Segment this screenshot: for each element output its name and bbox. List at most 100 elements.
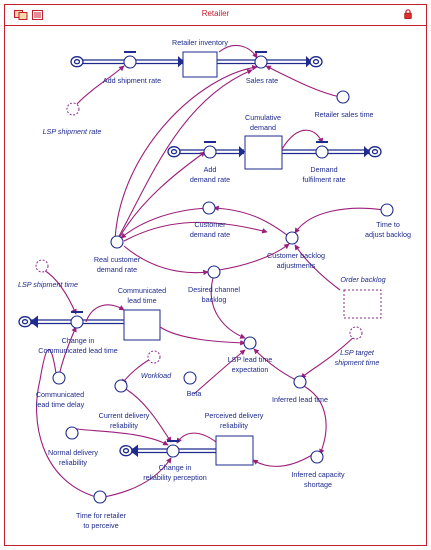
cloud-icon [119,445,133,457]
label-retailer-sales-time: Retailer sales time [314,110,373,119]
flow-arrowhead [178,56,184,68]
link-lsp-shiptime-to-change [43,269,77,315]
label-lsp-shipment-rate: LSP shipment rate [43,127,102,136]
cloud-icon [368,146,382,158]
document-icon[interactable] [32,10,43,20]
aux-customer-demand-rate[interactable] [202,201,216,215]
ghost-stock-order-backlog[interactable] [343,289,382,319]
link-cumulative-to-fulfilment [281,129,324,150]
aux-desired-channel-backlog[interactable] [207,265,221,279]
link-real-demand-to-sales-2 [114,64,258,241]
link-beta-to-expectation [193,349,246,395]
label-beta: Beta [187,389,202,398]
label-perceived-delivery-reliability-2: reliability [220,421,248,430]
label-sales-rate: Sales rate [246,76,278,85]
cloud-icon [70,56,84,68]
link-real-demand-to-add-demand [117,151,206,241]
stock-perceived-delivery-reliability[interactable] [215,435,254,466]
cloud-icon [18,316,32,328]
link-salestime-to-sales [265,65,341,98]
valve-sales-rate[interactable] [254,51,268,69]
aux-inferred-capacity-shortage[interactable] [310,450,324,464]
aux-beta[interactable] [183,371,197,385]
window-title: Retailer [201,9,230,18]
ghost-workload[interactable] [147,350,161,364]
label-cumulative-demand-2: demand [250,123,276,132]
link-inferred-to-shortage [301,384,327,455]
aux-real-customer-demand-rate[interactable] [110,235,124,249]
aux-time-for-retailer-to-perceive[interactable] [93,490,107,504]
ghost-lsp-shipment-time[interactable] [35,259,49,273]
link-clt-to-expectation [159,326,246,346]
stock-communicated-lead-time[interactable] [123,309,161,341]
label-desired-channel-backlog-1: Desired channel [188,285,240,294]
aux-lsp-lead-time-expectation[interactable] [243,336,257,350]
label-current-delivery-reliability-2: reliability [110,421,138,430]
aux-customer-backlog-adjustments[interactable] [285,231,299,245]
stock-cumulative-demand[interactable] [244,135,283,170]
valve-change-reliability-perception[interactable] [166,440,180,458]
label-communicated-lead-time-2: lead time [127,296,156,305]
label-communicated-lead-time-delay-2: lead time delay [36,400,85,409]
link-inventory-to-sales [218,44,258,59]
link-time-perceive-to-change-rel [103,457,172,498]
link-target-to-inferred [300,335,356,379]
flow-arrowhead [306,56,312,68]
label-workload: Workload [141,371,172,380]
valve-demand-fulfilment-rate[interactable] [315,141,329,159]
label-real-customer-demand-rate-1: Real customer [94,255,141,264]
aux-inferred-lead-time[interactable] [293,375,307,389]
valve-add-demand-rate[interactable] [203,141,217,159]
label-desired-channel-backlog-2: backlog [202,295,227,304]
label-real-customer-demand-rate-2: demand rate [97,265,137,274]
flow-arrowhead [30,315,38,328]
label-normal-delivery-reliability-1: Normal delivery [48,448,98,457]
ghost-lsp-target-shipment-time[interactable] [349,326,363,340]
link-time-perceive-to-delay [36,349,97,498]
aux-time-to-adjust-backlog[interactable] [380,203,394,217]
label-demand-fulfilment-rate-1: Demand [310,165,337,174]
aux-current-delivery-reliability[interactable] [114,379,128,393]
label-customer-backlog-adjustments-2: adjustments [277,261,316,270]
valve-change-communicated-lead-time[interactable] [70,311,84,329]
label-lsp-lead-time-expectation-2: expectation [232,365,269,374]
link-inferred-to-expectation [253,348,297,381]
label-add-demand-rate-2: demand rate [190,175,230,184]
label-add-shipment-rate: Add shipment rate [103,76,161,85]
label-cumulative-demand-1: Cumulative [245,113,281,122]
label-add-demand-rate-1: Add [204,165,217,174]
link-perceived-to-change-rel [176,432,217,444]
ghost-lsp-shipment-rate[interactable] [66,102,80,116]
flow-arrowhead [364,146,370,158]
link-real-demand-to-adjust [123,221,268,242]
label-normal-delivery-reliability-2: reliability [59,458,87,467]
aux-communicated-lead-time-delay[interactable] [52,371,66,385]
label-change-communicated-1: Change in [62,336,95,345]
label-communicated-lead-time-delay-1: Communicated [36,390,84,399]
link-desired-to-expectation [210,277,246,339]
stock-retailer-inventory[interactable] [182,51,218,78]
link-current-to-change-rel [123,387,172,443]
link-lsp-shipment-to-add [76,65,125,105]
flow-arrowhead [130,444,138,457]
link-real-demand-to-sales [116,69,253,241]
two-windows-icon[interactable] [14,10,28,20]
valve-add-shipment-rate[interactable] [123,51,137,69]
label-inferred-lead-time: Inferred lead time [272,395,328,404]
label-time-to-adjust-backlog-1: Time to [376,220,400,229]
label-change-reliability-1: Change in [159,463,192,472]
label-demand-fulfilment-rate-2: fulfilment rate [302,175,345,184]
label-lsp-target-shipment-time-1: LSP target [340,348,375,357]
link-adjust-to-customer-demand [213,205,292,239]
aux-normal-delivery-reliability[interactable] [65,426,79,440]
flow-arrowhead [239,146,245,158]
label-inferred-capacity-shortage-1: Inferred capacity [291,470,345,479]
label-retailer-inventory: Retailer inventory [172,38,228,47]
link-desired-to-adjust [218,243,290,271]
lock-icon[interactable] [403,9,413,19]
aux-retailer-sales-time[interactable] [336,90,350,104]
link-real-demand-to-desired-backlog [123,245,209,276]
cloud-icon [309,56,323,68]
label-time-to-adjust-backlog-2: adjust backlog [365,230,411,239]
